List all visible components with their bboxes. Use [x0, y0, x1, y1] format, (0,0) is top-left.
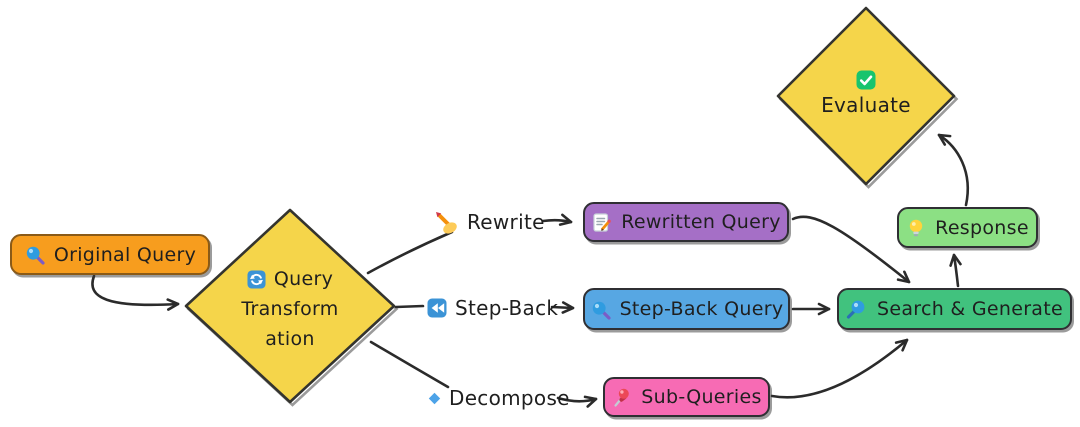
node-step-back-query: Step-Back Query: [583, 288, 790, 330]
edge-label-step-back: Step-Back: [427, 293, 558, 323]
line-transformation-to-stepback-label: [394, 304, 425, 309]
memo-icon: [591, 212, 612, 233]
label-line: Evaluate: [821, 93, 911, 117]
edge-label-text: Rewrite: [467, 210, 545, 234]
edge-label-text: Decompose: [449, 386, 570, 410]
line-transformation-to-decompose-label: [369, 340, 450, 389]
arrow-response-to-evaluate: [937, 133, 970, 207]
node-rewritten-query: Rewritten Query: [583, 202, 789, 242]
arrow-rewritten-to-search: [791, 215, 911, 284]
node-label: Rewritten Query: [621, 211, 781, 233]
arrow-original-to-transformation: [91, 274, 180, 311]
label-line: Query: [273, 268, 334, 290]
edge-label-text: Step-Back: [455, 296, 559, 320]
label-line: Transform: [241, 298, 339, 320]
fast-reverse-icon: [427, 298, 447, 318]
magnifying-glass-icon: [24, 244, 45, 265]
arrow-rewrite-to-rewritten-query: [541, 213, 573, 226]
node-label: Response: [935, 216, 1029, 239]
arrow-decompose-to-subqueries: [556, 395, 598, 408]
line-transformation-to-rewrite-label: [366, 230, 454, 275]
light-bulb-icon: [906, 218, 926, 238]
arrow-subqueries-to-search: [770, 338, 909, 399]
label-line: ation: [265, 328, 315, 350]
node-evaluate-label: Evaluate: [796, 70, 936, 117]
magnifying-glass-right-icon: [846, 298, 868, 320]
node-label: Sub-Queries: [641, 386, 762, 408]
evaluate-diamond: [776, 6, 956, 186]
counterclockwise-arrows-icon: [247, 269, 266, 289]
node-original-query: Original Query: [10, 234, 210, 275]
writing-hand-icon: [433, 209, 459, 235]
node-label: Original Query: [53, 243, 197, 266]
magnifying-glass-icon: [590, 299, 611, 320]
node-response: Response: [897, 207, 1038, 248]
arrow-search-to-response: [949, 253, 962, 288]
edge-label-rewrite: Rewrite: [433, 207, 545, 237]
node-query-transformation-label: Query Transform ation: [200, 264, 380, 354]
node-label: Step-Back Query: [619, 298, 784, 320]
node-label: Search & Generate: [876, 298, 1063, 320]
check-mark-icon: [796, 70, 936, 90]
edge-label-decompose: Decompose: [428, 383, 570, 413]
query-transformation-diamond: [184, 208, 396, 404]
node-sub-queries: Sub-Queries: [603, 377, 770, 417]
node-search-generate: Search & Generate: [837, 288, 1072, 330]
pushpin-icon: [611, 387, 632, 408]
arrow-stepback-to-stepback-query: [550, 301, 575, 314]
small-blue-diamond-icon: [428, 392, 441, 405]
